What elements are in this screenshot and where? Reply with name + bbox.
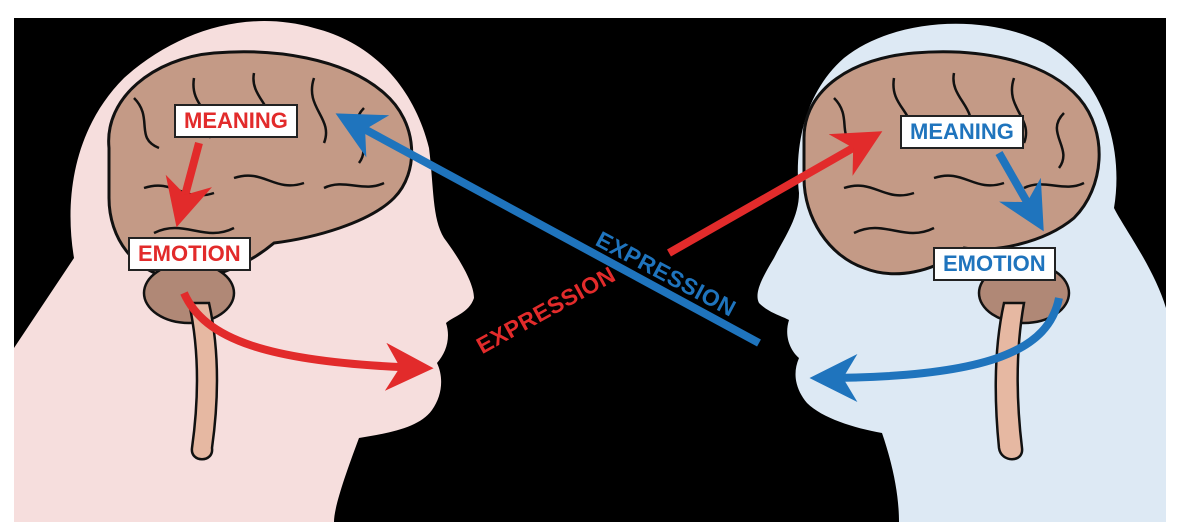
right-meaning-label: MEANING bbox=[900, 115, 1024, 149]
diagram-canvas: MEANING EMOTION MEANING EMOTION EXPRESSI… bbox=[14, 18, 1166, 522]
right-emotion-label: EMOTION bbox=[933, 247, 1056, 281]
left-emotion-label: EMOTION bbox=[128, 237, 251, 271]
left-meaning-label: MEANING bbox=[174, 104, 298, 138]
